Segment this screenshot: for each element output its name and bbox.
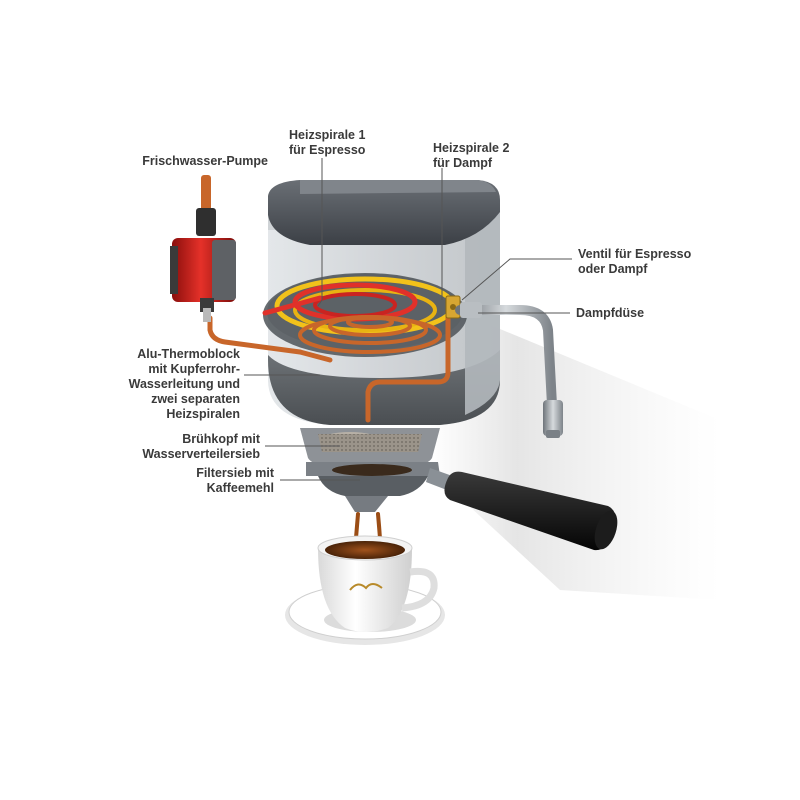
label-heating-coil-2: Heizspirale 2 für Dampf <box>433 141 510 170</box>
espresso-cup <box>317 535 438 632</box>
top-cover <box>268 180 500 245</box>
portafilter <box>306 462 458 512</box>
leader-lines <box>244 158 572 481</box>
label-filter: Filtersieb mit Kaffeemehl <box>196 466 274 495</box>
floor-shadow <box>430 300 720 600</box>
brew-head <box>300 428 440 470</box>
label-brew-head: Brühkopf mit Wasserverteilersieb <box>142 432 260 461</box>
pump <box>170 175 236 322</box>
label-heating-coil-1: Heizspirale 1 für Espresso <box>289 128 366 157</box>
copper-water-line <box>207 302 451 423</box>
steam-wand <box>455 302 563 438</box>
cup-logo <box>349 583 383 591</box>
portafilter-handle <box>444 471 618 551</box>
label-valve: Ventil für Espresso oder Dampf <box>578 247 692 276</box>
label-steam-nozzle: Dampfdüse <box>576 306 645 320</box>
copper-pipe-coil <box>298 315 442 354</box>
label-thermoblock: Alu-Thermoblock mit Kupferrohr- Wasserle… <box>128 347 240 421</box>
label-pump: Frischwasser-Pumpe <box>142 154 268 168</box>
